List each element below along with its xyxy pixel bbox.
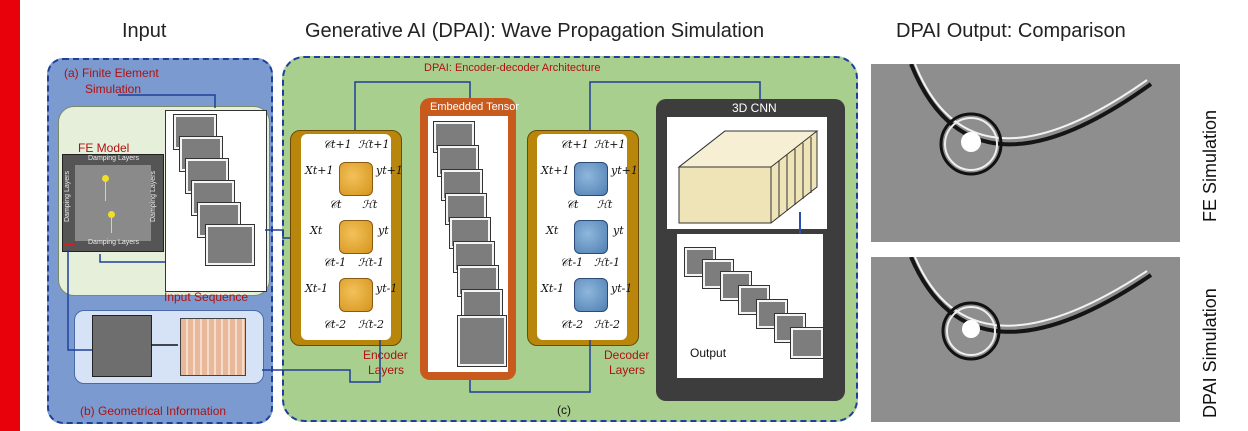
- dec-h-t: ℋt: [597, 198, 613, 211]
- input-sequence-label: Input Sequence: [164, 290, 249, 304]
- encoder-cell-top: [339, 162, 373, 196]
- dec-c-t1: 𝒞t+1: [560, 138, 589, 151]
- enc-y-t: yt: [378, 224, 389, 237]
- enc-x-t: Xt: [310, 224, 323, 237]
- cnn-arrow: [799, 212, 801, 240]
- decoder-cell-top: [574, 162, 608, 196]
- geometrical-info-label: (b) Geometrical Information: [80, 404, 227, 418]
- dec-c-t: 𝒞t: [566, 198, 579, 211]
- encoder-label-2: Layers: [368, 363, 405, 377]
- sensor-icon: [102, 175, 109, 182]
- enc-y-tm1: yt-1: [376, 282, 398, 295]
- input-heading: Input: [122, 20, 167, 42]
- cnn-output-label: Output: [690, 346, 727, 360]
- fe-simulation-image: [871, 64, 1180, 242]
- enc-h-t: ℋt: [362, 198, 378, 211]
- enc-x-tm1: Xt-1: [305, 282, 328, 295]
- enc-c-t: 𝒞t: [329, 198, 342, 211]
- embedded-tensor-stack: [428, 116, 508, 372]
- cnn-output-box: [677, 234, 823, 378]
- input-sequence-stack: [165, 110, 267, 292]
- damping-top-label: Damping Layers: [88, 155, 139, 162]
- dec-y-t1: yt+1: [611, 164, 638, 177]
- damping-bottom-label: Damping Layers: [88, 239, 139, 246]
- dpai-heading: Generative AI (DPAI): Wave Propagation S…: [305, 20, 765, 42]
- decoder-cell-bottom: [574, 278, 608, 312]
- embedded-tensor-label: Embedded Tensor: [430, 101, 520, 113]
- output-heading: DPAI Output: Comparison: [896, 20, 1126, 42]
- enc-x-t1: Xt+1: [305, 164, 334, 177]
- fe-simulation-label-2: Simulation: [85, 82, 142, 96]
- architecture-label: DPAI: Encoder-decoder Architecture: [424, 62, 601, 74]
- enc-c-tm1: 𝒞t-1: [323, 256, 347, 269]
- damping-right-label: Damping Layers: [150, 171, 157, 222]
- fe-model-label: FE Model: [78, 141, 130, 155]
- decoder-label-2: Layers: [609, 363, 646, 377]
- dec-x-tm1: Xt-1: [541, 282, 564, 295]
- dec-h-tm2: ℋt-2: [594, 318, 621, 331]
- fe-simulation-label: FE Simulation: [1200, 109, 1220, 222]
- dec-y-t: yt: [613, 224, 624, 237]
- enc-y-t1: yt+1: [376, 164, 403, 177]
- geometry-mesh-image: [180, 318, 246, 376]
- geometry-image: [92, 315, 152, 377]
- fe-model-grid: [62, 154, 164, 252]
- decoder-label-1: Decoder: [604, 348, 650, 362]
- c-label: (c): [557, 403, 571, 417]
- dec-y-tm1: yt-1: [611, 282, 633, 295]
- cnn-volume: [667, 117, 827, 229]
- dec-x-t1: Xt+1: [541, 164, 570, 177]
- dpai-simulation-label: DPAI Simulation: [1200, 288, 1220, 418]
- dec-h-t1: ℋt+1: [594, 138, 626, 151]
- dpai-simulation-image: [871, 257, 1180, 422]
- fe-simulation-label-1: (a) Finite Element: [64, 66, 159, 80]
- enc-h-tm2: ℋt-2: [358, 318, 385, 331]
- enc-h-tm1: ℋt-1: [358, 256, 385, 269]
- enc-c-t1: 𝒞t+1: [323, 138, 352, 151]
- left-accent-bar: [0, 0, 20, 431]
- enc-c-tm2: 𝒞t-2: [323, 318, 347, 331]
- dec-x-t: Xt: [546, 224, 559, 237]
- damping-left-label: Damping Layers: [64, 171, 71, 222]
- encoder-label-1: Encoder: [363, 348, 408, 362]
- dec-c-tm2: 𝒞t-2: [560, 318, 584, 331]
- encoder-cell-bottom: [339, 278, 373, 312]
- dec-c-tm1: 𝒞t-1: [560, 256, 584, 269]
- enc-h-t1: ℋt+1: [358, 138, 390, 151]
- dec-h-tm1: ℋt-1: [594, 256, 621, 269]
- cnn-title: 3D CNN: [732, 101, 777, 115]
- decoder-cell-mid: [574, 220, 608, 254]
- sensor-icon: [108, 211, 115, 218]
- encoder-cell-mid: [339, 220, 373, 254]
